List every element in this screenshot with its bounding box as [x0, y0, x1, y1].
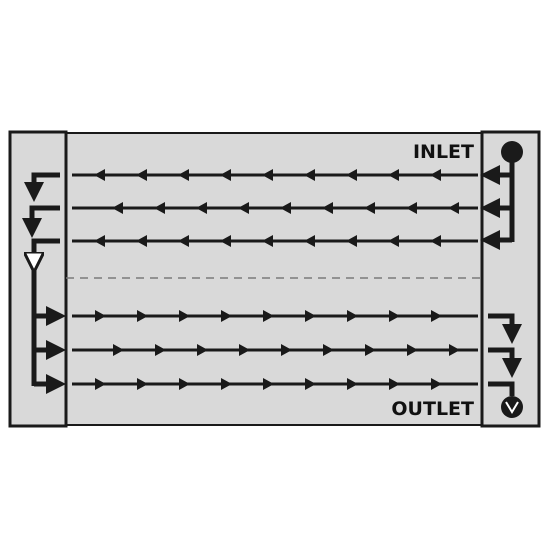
chevron-right-icon [263, 378, 274, 390]
chevron-left-icon [346, 235, 357, 247]
chevron-right-icon [179, 310, 190, 322]
chevron-right-icon [137, 310, 148, 322]
turn-arrow-3 [34, 238, 60, 262]
down-arrow-circle-icon [501, 396, 523, 418]
chevron-left-icon [304, 169, 315, 181]
chevron-left-icon [94, 169, 105, 181]
chevron-left-icon [196, 202, 207, 214]
chevron-left-icon [178, 169, 189, 181]
chevron-left-icon [94, 235, 105, 247]
chevron-left-icon [136, 169, 147, 181]
chevron-left-icon [136, 235, 147, 247]
chevron-right-icon [407, 344, 418, 356]
chevron-left-icon [304, 235, 315, 247]
chevron-left-icon [178, 235, 189, 247]
chevron-left-icon [112, 202, 123, 214]
chevron-left-icon [322, 202, 333, 214]
inlet-label: INLET [413, 141, 474, 163]
outlet-turn-2 [488, 347, 522, 378]
chevron-left-icon [448, 202, 459, 214]
left-header [8, 130, 68, 428]
chevron-right-icon [323, 344, 334, 356]
chevron-right-icon [431, 310, 442, 322]
chevron-left-icon [280, 202, 291, 214]
chevron-right-icon [347, 310, 358, 322]
chevron-left-icon [364, 202, 375, 214]
chevron-right-icon [281, 344, 292, 356]
outlet-turn-1 [488, 313, 522, 344]
chevron-right-icon [197, 344, 208, 356]
chevron-right-icon [221, 310, 232, 322]
turn-arrow-1 [24, 172, 60, 202]
chevron-right-icon [347, 378, 358, 390]
chevron-left-icon [406, 202, 417, 214]
chevron-right-icon [137, 378, 148, 390]
chevron-left-icon [154, 202, 165, 214]
chevron-left-icon [388, 169, 399, 181]
chevron-right-icon [95, 378, 106, 390]
chevron-left-icon [262, 235, 273, 247]
chevron-right-icon [449, 344, 460, 356]
exchanger-body [65, 132, 483, 426]
outlet-label: OUTLET [391, 398, 474, 420]
chevron-right-icon [113, 344, 124, 356]
chevron-right-icon [389, 310, 400, 322]
chevron-right-icon [179, 378, 190, 390]
chevron-left-icon [220, 169, 231, 181]
inlet-distribution [480, 141, 523, 250]
chevron-left-icon [430, 235, 441, 247]
left-turnaround [22, 172, 66, 394]
chevron-right-icon [263, 310, 274, 322]
turn-arrow-2 [22, 205, 60, 238]
chevron-right-icon [95, 310, 106, 322]
chevron-right-icon [365, 344, 376, 356]
tube-group [72, 169, 478, 390]
chevron-right-icon [155, 344, 166, 356]
chevron-left-icon [346, 169, 357, 181]
chevron-right-icon [389, 378, 400, 390]
chevron-left-icon [430, 169, 441, 181]
outlet-collection [488, 313, 523, 418]
chevron-left-icon [238, 202, 249, 214]
chevron-right-icon [221, 378, 232, 390]
chevron-right-icon [431, 378, 442, 390]
chevron-left-icon [262, 169, 273, 181]
chevron-right-icon [305, 378, 316, 390]
outlet-turn-3 [488, 381, 515, 396]
chevron-left-icon [388, 235, 399, 247]
chevron-right-icon [305, 310, 316, 322]
chevron-left-icon [220, 235, 231, 247]
dot-icon [501, 141, 523, 163]
chevron-right-icon [239, 344, 250, 356]
